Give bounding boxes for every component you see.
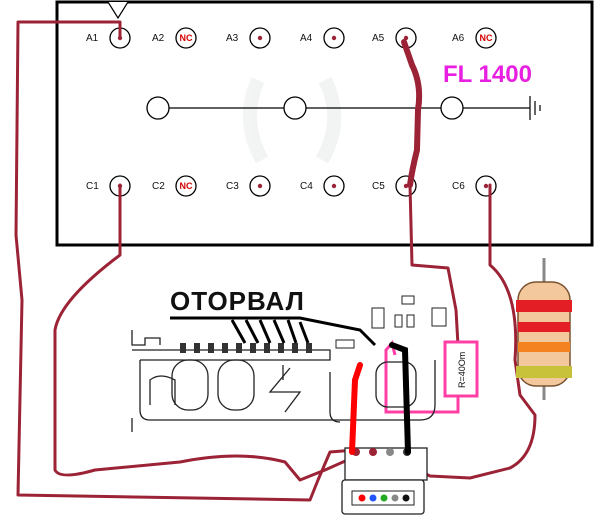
pin-a6: A6 NC — [452, 27, 497, 49]
ground-icon — [529, 96, 541, 120]
pin-contact-dot — [403, 35, 409, 41]
pin-c4: C4 — [300, 175, 345, 197]
wire-c1 — [53, 183, 354, 482]
connector-pin — [380, 494, 388, 502]
pin-contact-dot — [257, 183, 263, 189]
pin-label: C2 — [152, 181, 165, 192]
connector-pin — [391, 494, 399, 502]
pin-label: A6 — [452, 33, 465, 44]
connector-pin — [358, 494, 366, 502]
pin-terminal — [175, 27, 197, 49]
nc-badge: NC — [180, 181, 193, 191]
pin-label: C3 — [226, 181, 239, 192]
connector-icon — [341, 447, 428, 515]
pin-a2: A2 NC — [152, 27, 197, 49]
pin-label: A3 — [226, 33, 239, 44]
pin-contact-dot — [331, 35, 337, 41]
top-pin-row: A1 A2 NC A3 A4 A5 A6 NC — [86, 27, 497, 49]
nc-badge: NC — [180, 33, 193, 43]
wire-a5-c5-bridge — [401, 39, 423, 188]
input-marker-icon — [107, 1, 129, 20]
device-title: FL 1400 — [443, 61, 532, 88]
connector-top-pin — [369, 448, 377, 456]
resistor-value-label: R=40Om — [457, 352, 467, 388]
pin-c3: C3 — [226, 175, 271, 197]
pin-terminal — [475, 27, 497, 49]
lead-red — [349, 362, 363, 455]
pin-terminal — [175, 175, 197, 197]
wires — [14, 20, 537, 502]
pin-label: C1 — [86, 181, 99, 192]
lamp-holder-pins — [180, 343, 312, 353]
pin-contact-dot — [483, 183, 489, 189]
pin-label: A1 — [86, 33, 99, 44]
pin-label: A2 — [152, 33, 165, 44]
connector-pin — [369, 494, 377, 502]
lamp-holder — [131, 330, 436, 432]
middle-terminal-3 — [440, 96, 464, 120]
resistor-icon — [516, 258, 572, 400]
pin-label: A5 — [372, 33, 385, 44]
middle-terminal-1 — [146, 96, 170, 120]
pin-contact-dot — [257, 35, 263, 41]
connector-top-pin — [386, 448, 394, 456]
wire-a1-loop — [14, 20, 357, 502]
pin-label: A4 — [300, 33, 313, 44]
pin-label: C5 — [372, 181, 385, 192]
broken-traces — [170, 316, 377, 347]
watermark-glyph — [243, 76, 342, 164]
pin-c2: C2 NC — [152, 175, 197, 197]
connector-pin — [402, 494, 410, 502]
pin-label: C6 — [452, 181, 465, 192]
broken-label: ОТОРВАЛ — [170, 286, 305, 316]
smd-components — [335, 295, 447, 349]
wire-c6 — [416, 183, 537, 480]
wire-c5 — [408, 183, 460, 347]
pin-label: C4 — [300, 181, 313, 192]
nc-badge: NC — [480, 33, 493, 43]
pin-a3: A3 — [226, 27, 271, 49]
resistor-box: R=40Om — [384, 339, 479, 414]
pin-a4: A4 — [300, 27, 345, 49]
middle-terminal-2 — [283, 96, 307, 120]
lead-black — [389, 342, 411, 455]
pin-contact-dot — [331, 183, 337, 189]
